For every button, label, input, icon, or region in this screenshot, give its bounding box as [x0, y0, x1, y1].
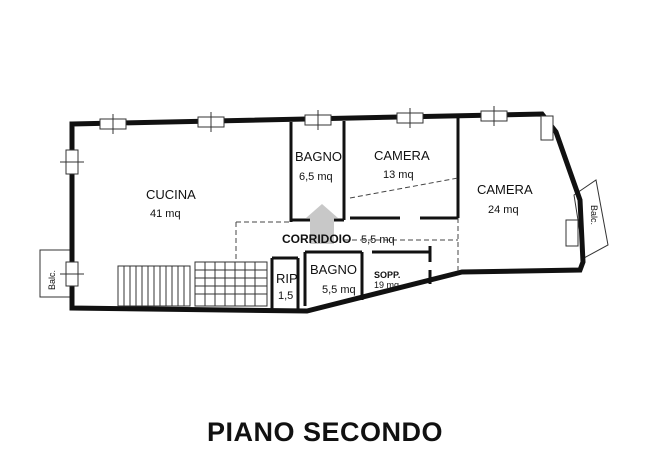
svg-text:BAGNO: BAGNO: [310, 262, 357, 277]
room-label-bagno-1: BAGNO 6,5 mq: [295, 149, 342, 183]
svg-text:13 mq: 13 mq: [383, 169, 414, 181]
svg-text:5,5 mq: 5,5 mq: [361, 234, 395, 246]
plan-title: PIANO SECONDO: [207, 417, 443, 447]
room-label-camera-2: CAMERA 24 mq: [477, 182, 533, 216]
svg-text:5,5 mq: 5,5 mq: [322, 284, 356, 296]
svg-text:CORRIDOIO: CORRIDOIO: [282, 232, 351, 246]
watermark-house-icon: [306, 204, 338, 244]
svg-text:1,5: 1,5: [278, 290, 293, 302]
staircase: [117, 261, 268, 307]
svg-text:41 mq: 41 mq: [150, 208, 181, 220]
room-label-rip: RIP 1,5: [276, 271, 298, 302]
svg-text:6,5 mq: 6,5 mq: [299, 171, 333, 183]
svg-text:24 mq: 24 mq: [488, 204, 519, 216]
balcony-label-right: Balc.: [589, 205, 599, 225]
svg-text:BAGNO: BAGNO: [295, 149, 342, 164]
room-label-camera-1: CAMERA 13 mq: [374, 148, 430, 181]
svg-text:RIP: RIP: [276, 271, 298, 286]
balcony-label-left: Balc.: [47, 270, 57, 290]
room-label-corridoio: CORRIDOIO 5,5 mq: [282, 232, 395, 246]
room-label-bagno-2: BAGNO 5,5 mq: [310, 262, 357, 296]
svg-text:SOPP.: SOPP.: [374, 270, 400, 280]
room-label-sopp: SOPP. 19 mq: [374, 270, 400, 290]
svg-text:CAMERA: CAMERA: [477, 182, 533, 197]
dashed-partitions: [235, 177, 459, 272]
svg-text:CAMERA: CAMERA: [374, 148, 430, 163]
interior-walls: [270, 118, 460, 310]
windows: [60, 106, 579, 287]
room-label-cucina: CUCINA 41 mq: [146, 187, 196, 220]
svg-text:19 mq: 19 mq: [374, 280, 399, 290]
svg-text:CUCINA: CUCINA: [146, 187, 196, 202]
